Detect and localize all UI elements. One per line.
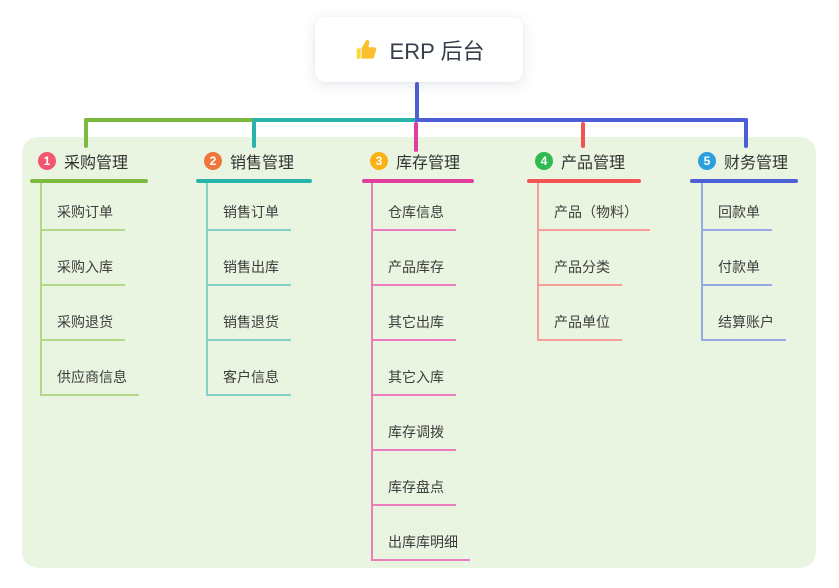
branch-items-line (537, 181, 539, 341)
branch-label: 财务管理 (724, 155, 789, 172)
branch-node[interactable]: 4 产品管理 (535, 149, 625, 173)
root-node[interactable]: ERP 后台 (315, 17, 523, 82)
connector-horizontal (415, 118, 748, 122)
connector-root-stem (415, 82, 419, 122)
branch-underline (690, 179, 798, 183)
leaf-node-label: 产品分类 (554, 259, 610, 275)
branch-items-line (371, 181, 373, 561)
connector-branch-stub (744, 118, 748, 148)
leaf-node[interactable]: 供应商信息 (40, 367, 139, 396)
leaf-node[interactable]: 产品单位 (537, 312, 622, 341)
leaf-node[interactable]: 其它出库 (371, 312, 456, 341)
leaf-node[interactable]: 结算账户 (701, 312, 786, 341)
leaf-node-label: 销售退货 (223, 314, 279, 330)
leaf-node-label: 其它入库 (388, 369, 444, 385)
leaf-node-label: 供应商信息 (57, 369, 127, 385)
branch-underline (196, 179, 312, 183)
leaf-node[interactable]: 采购订单 (40, 202, 125, 231)
connector-horizontal (84, 118, 256, 122)
root-node-label: ERP 后台 (389, 38, 485, 64)
branch-node[interactable]: 5 财务管理 (698, 149, 788, 173)
leaf-node-label: 结算账户 (718, 314, 774, 330)
leaf-node-label: 回款单 (718, 204, 760, 220)
leaf-node[interactable]: 客户信息 (206, 367, 291, 396)
leaf-node[interactable]: 出库库明细 (371, 532, 470, 561)
branch-items-line (701, 181, 703, 341)
branch-label: 产品管理 (561, 155, 626, 172)
branch-number-badge: 5 (698, 152, 716, 170)
leaf-node[interactable]: 产品库存 (371, 257, 456, 286)
leaf-node[interactable]: 库存调拨 (371, 422, 456, 451)
thumbs-up-icon (354, 37, 380, 63)
leaf-node-label: 仓库信息 (388, 204, 444, 220)
leaf-node-label: 出库库明细 (388, 534, 458, 550)
leaf-node-label: 付款单 (718, 259, 760, 275)
leaf-node-label: 产品库存 (388, 259, 444, 275)
branch-label: 采购管理 (64, 155, 129, 172)
leaf-node-label: 采购退货 (57, 314, 113, 330)
leaf-node[interactable]: 库存盘点 (371, 477, 456, 506)
leaf-node[interactable]: 产品（物料） (537, 202, 650, 231)
mindmap-panel (22, 137, 816, 568)
leaf-node[interactable]: 仓库信息 (371, 202, 456, 231)
leaf-node[interactable]: 销售退货 (206, 312, 291, 341)
branch-number-badge: 1 (38, 152, 56, 170)
leaf-node[interactable]: 采购退货 (40, 312, 125, 341)
branch-node[interactable]: 3 库存管理 (370, 149, 460, 173)
branch-underline (527, 179, 641, 183)
branch-number-badge: 3 (370, 152, 388, 170)
leaf-node-label: 销售订单 (223, 204, 279, 220)
branch-label: 销售管理 (230, 155, 295, 172)
leaf-node[interactable]: 销售订单 (206, 202, 291, 231)
branch-items-line (40, 181, 42, 396)
leaf-node[interactable]: 产品分类 (537, 257, 622, 286)
leaf-node-label: 采购入库 (57, 259, 113, 275)
branch-items-line (206, 181, 208, 396)
connector-branch-stub (84, 118, 88, 148)
connector-branch-stub (414, 122, 418, 152)
branch-number-badge: 4 (535, 152, 553, 170)
leaf-node-label: 其它出库 (388, 314, 444, 330)
connector-branch-stub (581, 122, 585, 148)
leaf-node-label: 库存盘点 (388, 479, 444, 495)
branch-underline (362, 179, 474, 183)
connector-horizontal (252, 118, 419, 122)
leaf-node-label: 销售出库 (223, 259, 279, 275)
branch-node[interactable]: 1 采购管理 (38, 149, 128, 173)
leaf-node-label: 采购订单 (57, 204, 113, 220)
leaf-node[interactable]: 付款单 (701, 257, 772, 286)
leaf-node[interactable]: 其它入库 (371, 367, 456, 396)
connector-branch-stub (252, 118, 256, 148)
branch-number-badge: 2 (204, 152, 222, 170)
leaf-node[interactable]: 回款单 (701, 202, 772, 231)
leaf-node-label: 库存调拨 (388, 424, 444, 440)
leaf-node[interactable]: 销售出库 (206, 257, 291, 286)
branch-underline (30, 179, 148, 183)
leaf-node-label: 产品单位 (554, 314, 610, 330)
leaf-node-label: 客户信息 (223, 369, 279, 385)
branch-label: 库存管理 (396, 155, 461, 172)
leaf-node[interactable]: 采购入库 (40, 257, 125, 286)
leaf-node-label: 产品（物料） (554, 204, 638, 220)
branch-node[interactable]: 2 销售管理 (204, 149, 294, 173)
